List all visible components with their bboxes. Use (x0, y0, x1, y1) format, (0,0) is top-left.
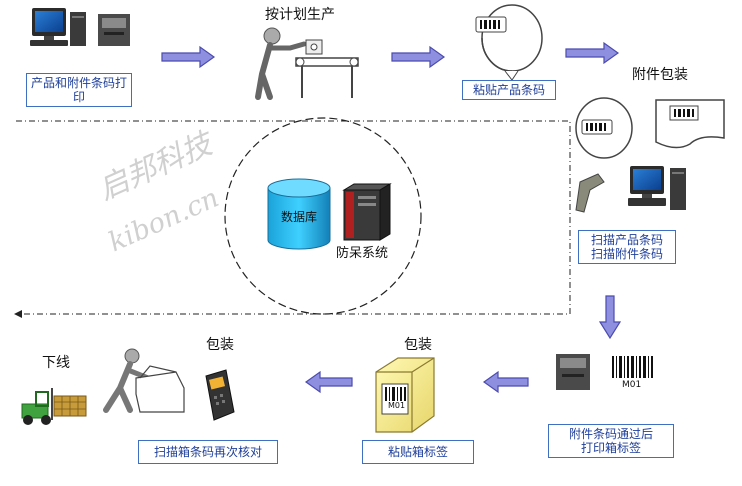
box-barcode-code: M01 (388, 401, 406, 410)
step-pack-caption-2: 包装 (206, 337, 234, 353)
step-print-box-label: 附件条码通过后 打印箱标签 (548, 424, 674, 458)
step-scan-label: 扫描产品条码 扫描附件条码 (578, 230, 676, 264)
carton-box-icon (375, 357, 435, 433)
step-stick-box-label: 粘贴箱标签 (362, 440, 474, 464)
forklift-icon (21, 388, 87, 425)
scanner-computer-icon (575, 166, 686, 213)
step-print-label: 产品和附件条码打印 (26, 73, 132, 107)
flow-arrow-3 (565, 41, 620, 65)
handheld-scanner-icon (205, 369, 235, 421)
flow-arrow-1 (161, 45, 216, 69)
database-label: 数据库 (281, 210, 318, 224)
step-offline-caption: 下线 (42, 355, 70, 371)
worker-conveyor-icon (255, 27, 359, 100)
packing-worker-icon (103, 348, 185, 413)
flow-arrow-2 (391, 45, 446, 69)
step-pack-caption-1: 包装 (404, 337, 432, 353)
flow-arrow-down (598, 295, 622, 340)
step-scan-box-label: 扫描箱条码再次核对 (138, 440, 278, 464)
flow-arrow-left-1 (482, 370, 529, 394)
step-accessory-pack-caption: 附件包装 (632, 67, 688, 83)
step-produce-caption: 按计划生产 (265, 7, 335, 23)
system-label: 防呆系统 (336, 246, 389, 261)
feedback-loop-line (16, 120, 571, 315)
loop-arrow-head (14, 310, 22, 318)
accessory-label-icons (575, 97, 725, 159)
step-stick-product-label: 粘贴产品条码 (462, 80, 556, 100)
database-icon (267, 178, 331, 250)
printer-barcode-code: M01 (622, 380, 642, 390)
server-icon (342, 183, 392, 241)
product-label-roll-icon (475, 4, 543, 81)
center-system-circle (224, 117, 422, 315)
flow-arrow-left-2 (304, 370, 353, 394)
printed-barcode-icon (612, 356, 653, 378)
computer-printer-icon (30, 8, 130, 46)
box-label-printer-icon (556, 354, 590, 390)
